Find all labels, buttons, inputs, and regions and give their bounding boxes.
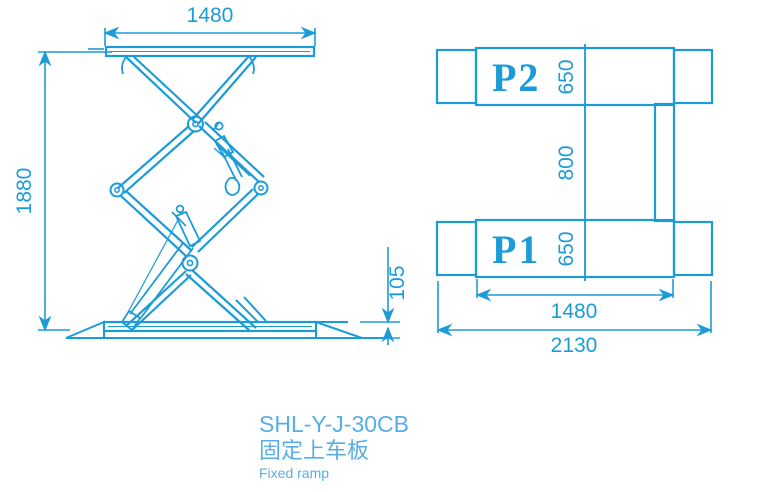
base-support-bracket <box>235 296 267 323</box>
scissor-arm-lower-left <box>120 190 257 332</box>
dimension-label-p1-depth: 650 <box>555 231 578 266</box>
dimension-label-base-height: 105 <box>386 265 409 300</box>
ramp-right <box>315 320 363 339</box>
pivot-mid-left <box>109 182 125 198</box>
platform-label-p1: P1 <box>492 227 540 272</box>
pivot-mid-right <box>253 180 269 196</box>
side-view-group <box>38 26 400 345</box>
dimension-label-overall-width: 2130 <box>551 334 598 357</box>
top-platform <box>88 45 316 58</box>
dimension-label-platform-gap: 800 <box>555 145 578 180</box>
ramp-left <box>65 320 105 339</box>
dimension-total-height <box>38 50 112 332</box>
caption-name-cn: 固定上车板 <box>259 438 369 463</box>
dimension-overall-width <box>436 281 713 337</box>
caption-model: SHL-Y-J-30CB <box>259 411 409 437</box>
platform-label-p2: P2 <box>492 55 540 100</box>
dimension-p2-depth <box>578 44 592 108</box>
caption-name-en: Fixed ramp <box>259 465 329 481</box>
platform-p2 <box>435 46 714 107</box>
connecting-bar <box>653 102 676 223</box>
platform-p1 <box>435 218 714 279</box>
dimension-p1-depth <box>578 218 592 281</box>
scissor-arm-upper-left <box>121 55 203 124</box>
dimension-platform-width <box>475 279 675 302</box>
hydraulic-cylinder-upper <box>212 121 251 196</box>
scissor-arm-upper-extension <box>117 121 265 194</box>
plan-view-group <box>435 44 714 337</box>
pivot-upper <box>187 115 204 133</box>
dimension-label-top-width: 1480 <box>187 4 234 27</box>
dimension-label-platform-width: 1480 <box>551 300 598 323</box>
scissor-arm-upper-right <box>191 55 257 125</box>
hydraulic-cylinder-lower <box>120 204 202 332</box>
dimension-label-total-height: 1880 <box>13 168 36 215</box>
dimension-platform-gap <box>578 104 592 222</box>
dimension-label-p2-depth: 650 <box>555 59 578 94</box>
dimension-top-width <box>103 26 317 46</box>
